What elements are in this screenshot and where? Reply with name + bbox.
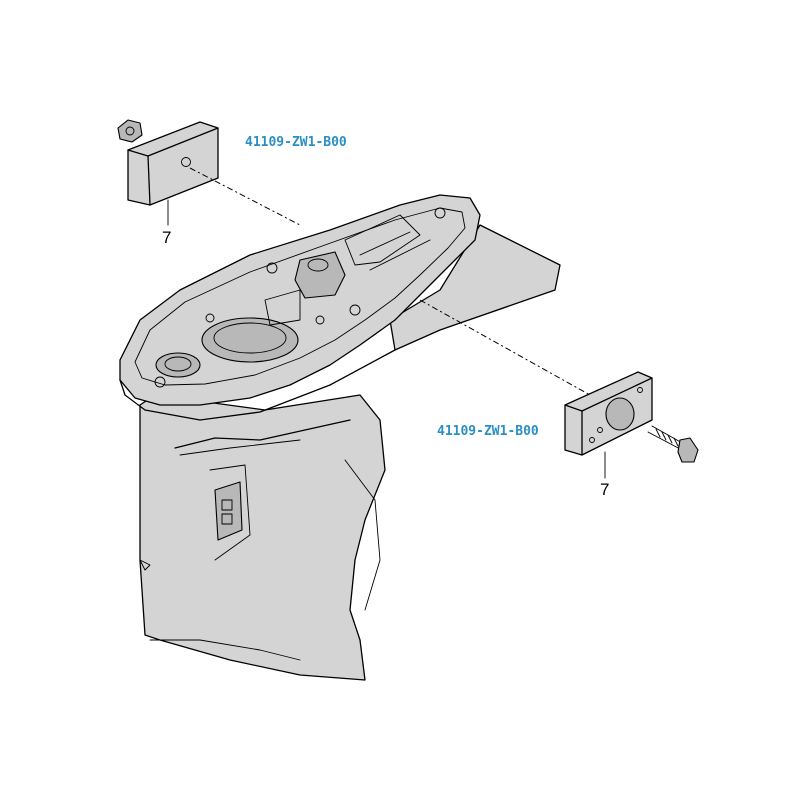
upper-anode-nut: [117, 119, 143, 143]
upper-anode-block[interactable]: [127, 121, 219, 206]
lower-anode-block[interactable]: [564, 371, 653, 456]
lower-anode-bolt: [647, 425, 699, 463]
upper-part-code: 41109-ZW1-B00: [245, 135, 347, 150]
upper-callout-ref: 7: [162, 228, 171, 247]
lower-callout-ref: 7: [600, 480, 609, 499]
lower-part-code: 41109-ZW1-B00: [437, 424, 539, 439]
gear-case-housing: [119, 194, 561, 681]
lower-anode-centerline: [419, 299, 591, 396]
upper-anode-centerline: [189, 167, 301, 226]
